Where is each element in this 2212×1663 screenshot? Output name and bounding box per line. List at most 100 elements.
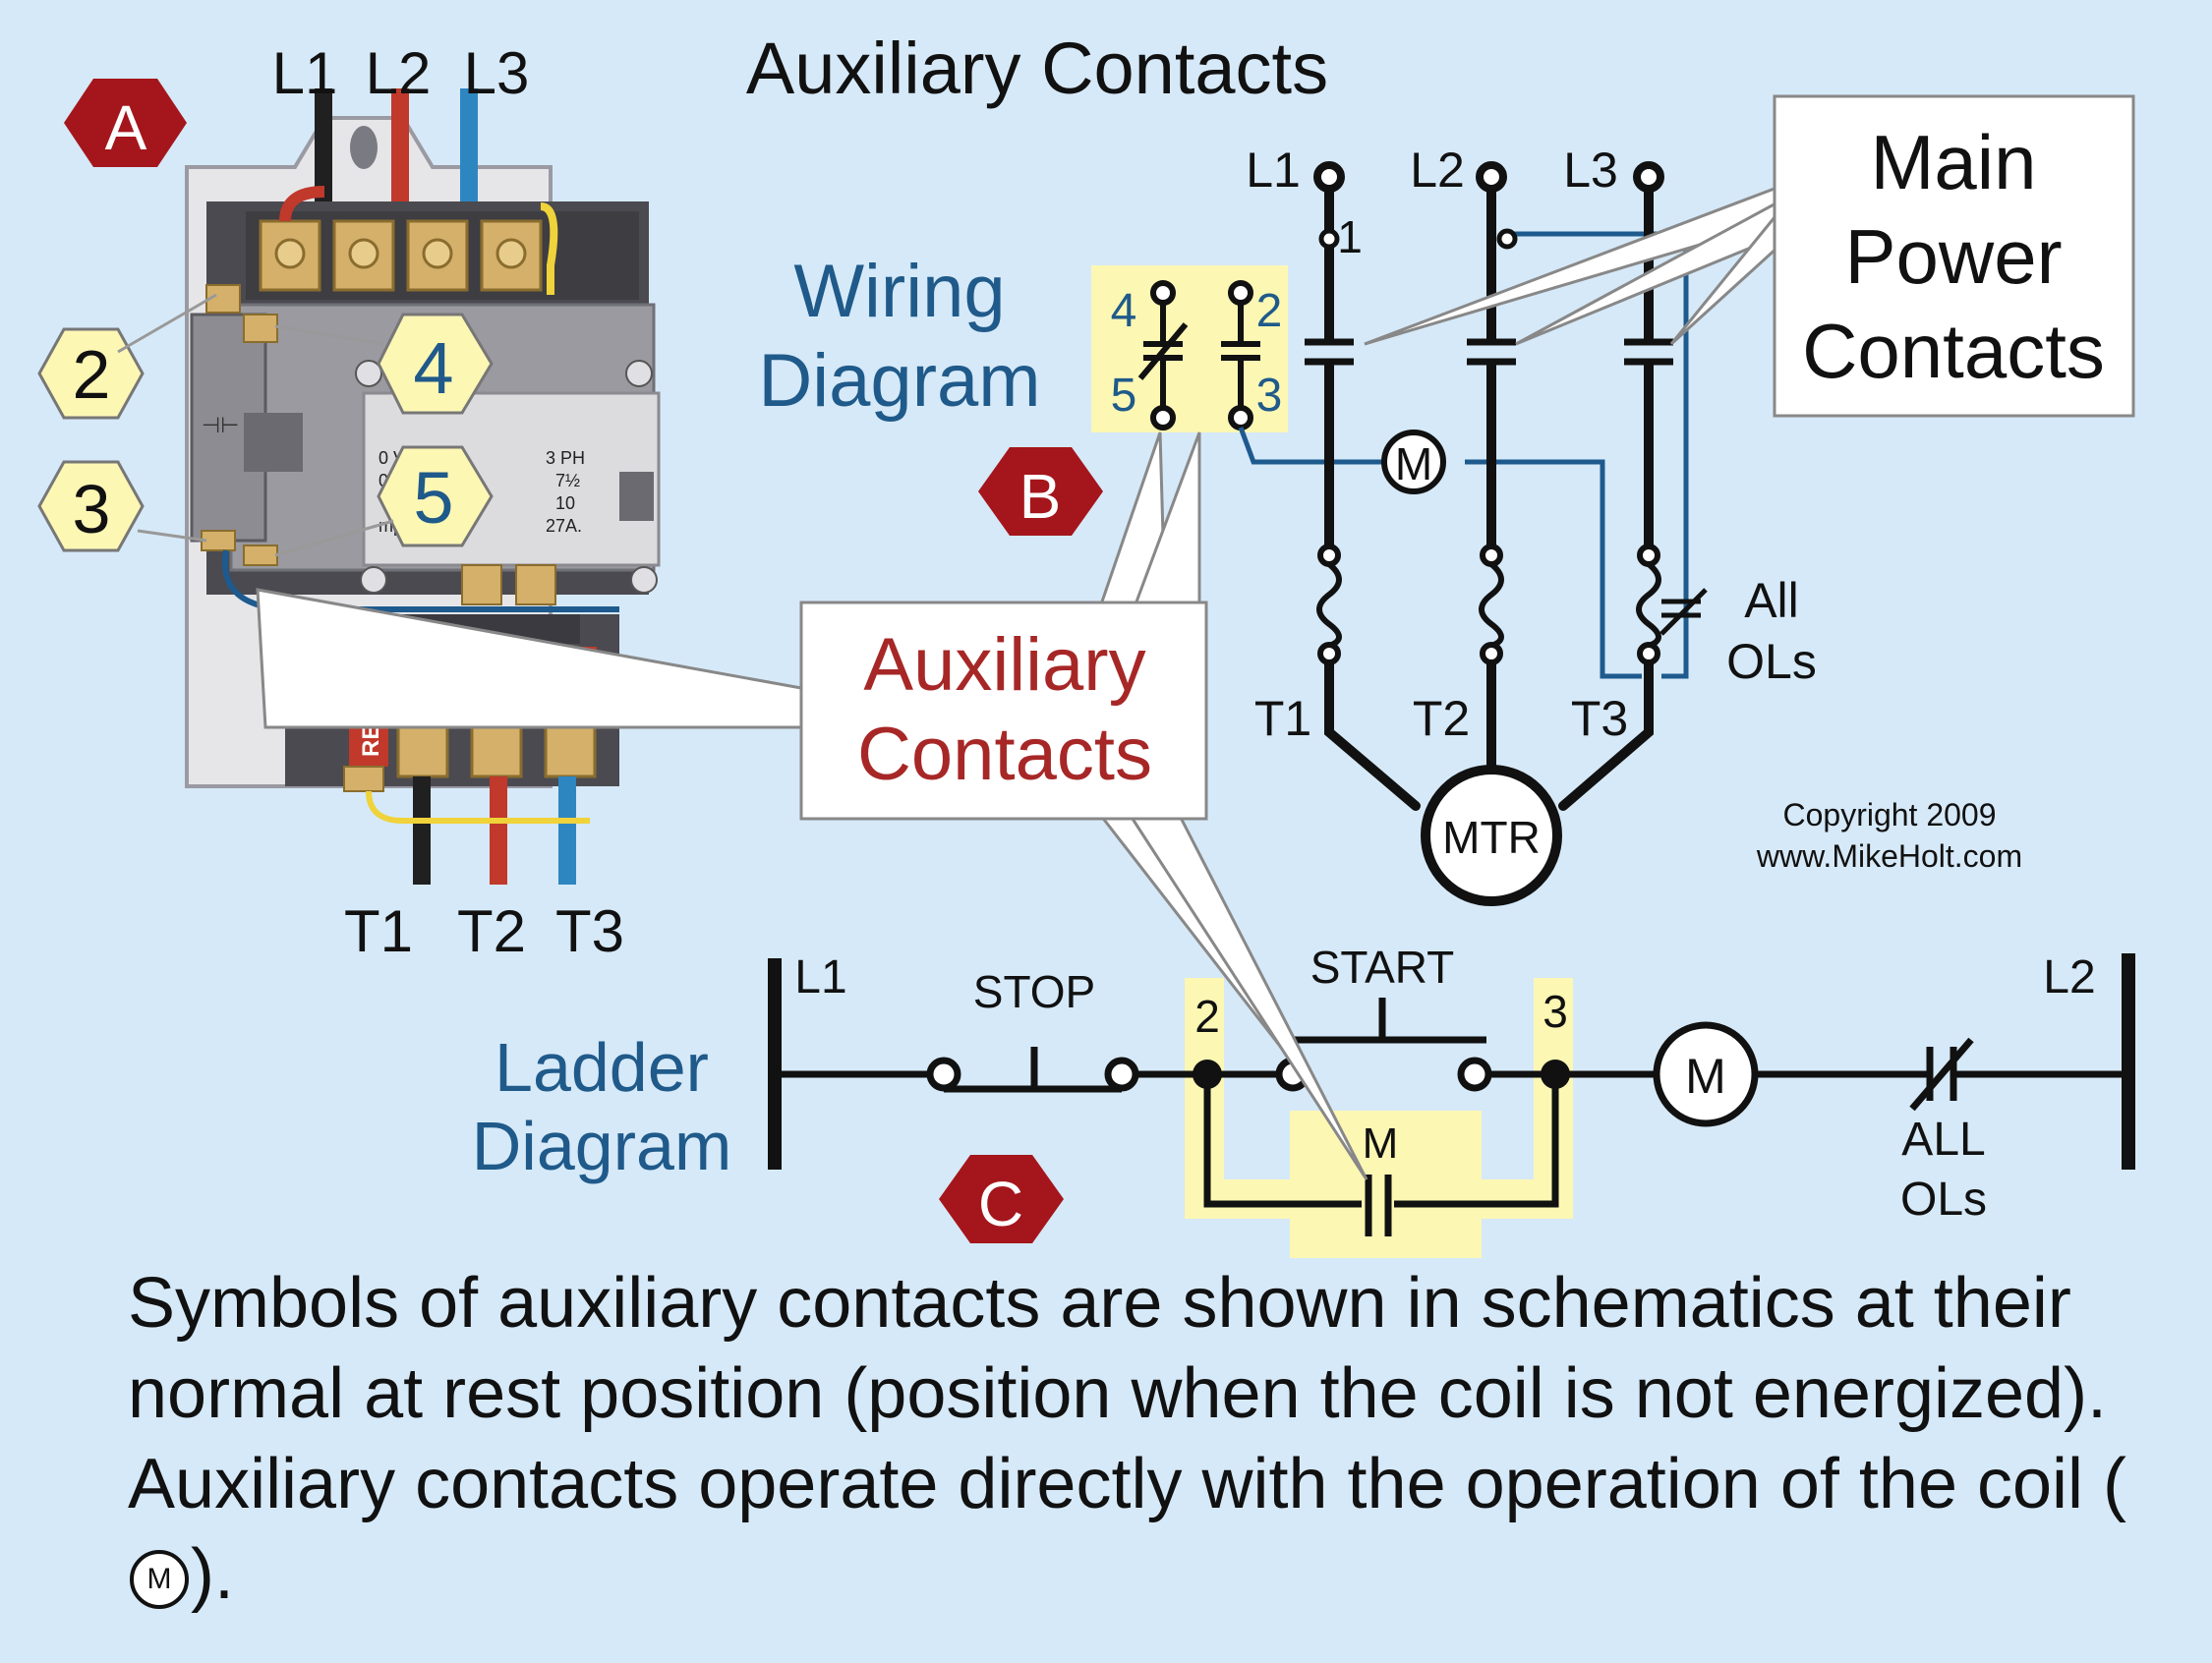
photo-line-label: L1	[272, 40, 338, 106]
wiring-terminal-1: 1	[1337, 211, 1363, 262]
control-wiring	[1238, 231, 1689, 679]
svg-text:M: M	[1685, 1049, 1726, 1104]
aux-m-contact-ladder	[1365, 1175, 1392, 1236]
keyhole-slot	[350, 126, 378, 169]
wiring-heading-line2: Diagram	[758, 339, 1040, 423]
aux-contacts-callout: Auxiliary Contacts	[256, 431, 1368, 1180]
svg-text:Contacts: Contacts	[857, 713, 1152, 796]
svg-text:5: 5	[413, 457, 453, 539]
wire-t2-photo	[490, 776, 507, 885]
badge-a: A	[64, 79, 187, 167]
ladder-heading-line2: Diagram	[472, 1108, 732, 1184]
photo-load-label: T2	[457, 898, 526, 964]
title: Auxiliary Contacts	[746, 28, 1328, 109]
ladder-rung	[775, 1070, 2128, 1208]
wiring-load-label: T1	[1254, 691, 1311, 746]
copyright-line1: Copyright 2009	[1782, 797, 1996, 832]
terminal-tag-5: 5	[274, 445, 494, 557]
main-power-callout: Main Power Contacts	[1364, 94, 2135, 418]
coil-m-ladder: M	[1653, 1021, 1759, 1127]
jumper-wire-yellow	[540, 202, 558, 295]
ladder-node-2-label: 2	[1194, 991, 1220, 1042]
jumper-wire-red	[279, 186, 325, 222]
aux-terminal-5-photo	[243, 545, 278, 566]
wiring-load-label: T2	[1413, 691, 1470, 746]
svg-text:4: 4	[413, 327, 453, 409]
nameplate-line: 27A.	[546, 516, 582, 536]
ladder-ol-line2: OLs	[1900, 1174, 1987, 1226]
housing-tab	[619, 472, 654, 521]
wiring-line-label: L2	[1410, 143, 1465, 198]
terminal-tag-3: 3	[37, 460, 207, 552]
svg-text:3: 3	[73, 471, 111, 547]
wire-l3-photo	[460, 88, 478, 236]
badge-b: B	[978, 447, 1103, 536]
ladder-heading-line1: Ladder	[495, 1029, 709, 1106]
aux-number-3: 3	[1256, 370, 1283, 422]
nameplate-line: 7½	[555, 471, 580, 490]
caption-text: Symbols of auxiliary contacts are shown …	[128, 1264, 2127, 1523]
motor-mtr: MTR	[1421, 765, 1562, 906]
wire-l2-photo	[391, 88, 409, 236]
stop-button-symbol	[926, 1047, 1139, 1093]
aux-terminal-4-photo	[243, 314, 278, 343]
aux-terminal-3-photo	[201, 530, 236, 551]
photo-load-label: T1	[344, 898, 413, 964]
svg-text:Power: Power	[1844, 213, 2062, 300]
line-screw-terminals	[259, 219, 543, 292]
terminal-tag-4: 4	[274, 313, 494, 415]
aux-number-2: 2	[1256, 285, 1283, 337]
ol-label-line2: OLs	[1726, 634, 1817, 689]
svg-text:Contacts: Contacts	[1802, 308, 2105, 394]
ladder-node-3-label: 3	[1543, 986, 1568, 1037]
small-terminals	[1318, 228, 1518, 250]
wiring-load-label: T3	[1571, 691, 1628, 746]
svg-text:M: M	[1395, 438, 1432, 489]
ol-label-line1: All	[1744, 573, 1799, 628]
aux-contacts-highlight	[1091, 265, 1288, 432]
coil-m-icon: M	[130, 1549, 189, 1609]
phase-lines	[1324, 172, 1654, 811]
main-power-contacts	[1305, 338, 1673, 366]
aux-nc-contact-4-5	[1137, 280, 1189, 430]
aux-terminal-2-photo	[205, 284, 241, 314]
caption: Symbols of auxiliary contacts are shown …	[128, 1258, 2153, 1620]
svg-text:C: C	[978, 1169, 1023, 1239]
svg-text:MTR: MTR	[1442, 812, 1541, 863]
overload-heaters-schematic	[1316, 544, 1661, 665]
svg-text:A: A	[105, 92, 147, 163]
wiring-line-label: L3	[1563, 143, 1618, 198]
caption-end: ).	[191, 1535, 234, 1614]
wire-l1-photo	[315, 88, 332, 236]
coil-terminal-photo	[461, 564, 502, 605]
ladder-l1-label: L1	[794, 951, 846, 1004]
ladder-l2-label: L2	[2043, 951, 2095, 1004]
aux-m-contact-label: M	[1363, 1119, 1399, 1168]
wiring-heading-line1: Wiring	[793, 250, 1005, 333]
ladder-node-2	[1193, 1060, 1222, 1089]
photo-line-label: L3	[464, 40, 530, 106]
ladder-ol-line1: ALL	[1901, 1114, 1985, 1166]
aux-block-plunger	[244, 413, 303, 472]
wire-t1-photo	[413, 776, 431, 885]
start-label: START	[1310, 942, 1455, 993]
svg-text:Auxiliary: Auxiliary	[863, 623, 1145, 707]
line-terminals	[1313, 161, 1664, 193]
ol-nc-contact-schematic	[1659, 588, 1708, 636]
svg-text:2: 2	[73, 336, 111, 413]
ladder-node-3	[1541, 1060, 1570, 1089]
aux-block-symbol: ⊣⊢	[202, 413, 239, 437]
badge-c: C	[939, 1155, 1064, 1243]
stop-label: STOP	[973, 966, 1095, 1017]
wire-t3-photo	[558, 776, 576, 885]
ol-aux-terminal	[343, 766, 384, 792]
wiring-line-label: L1	[1246, 143, 1301, 198]
coil-terminal-photo	[515, 564, 556, 605]
ol-nc-contact-ladder	[1909, 1037, 1974, 1112]
copyright-line2: www.MikeHolt.com	[1756, 838, 2022, 874]
terminal-tag-2: 2	[37, 293, 217, 420]
nameplate-line: 10	[555, 493, 575, 513]
photo-load-label: T3	[555, 898, 624, 964]
